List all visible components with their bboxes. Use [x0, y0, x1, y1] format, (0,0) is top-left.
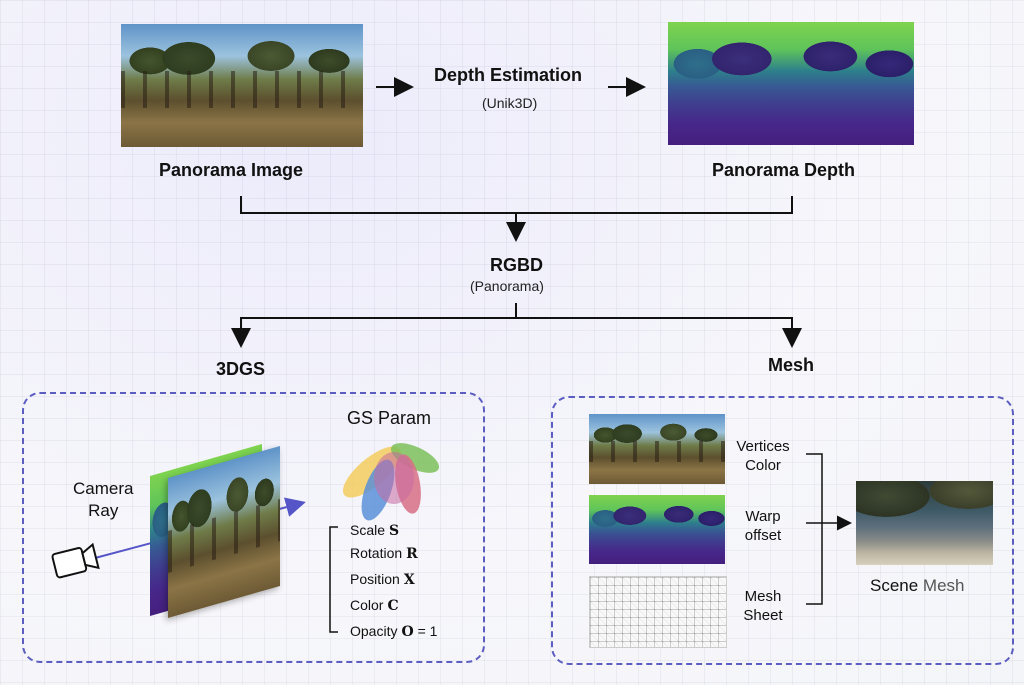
3dgs-title: 3DGS: [216, 359, 266, 379]
3dgs-panel: [22, 392, 485, 663]
camera-icon: [51, 542, 100, 579]
split-bracket: [240, 317, 793, 343]
warp-offset-label: Warp offset: [744, 508, 782, 544]
vertices-color-image: [589, 414, 725, 484]
depth-estimation-subtitle: (Unik3D): [482, 95, 538, 111]
vertices-color-label: Vertices Color: [736, 438, 790, 474]
merge-bracket: [240, 196, 793, 214]
mesh-sheet-image: [589, 576, 727, 648]
rgbd-subtitle: (Panorama): [470, 278, 544, 294]
warp-offset-image: [589, 495, 725, 564]
camera-ray-label: Camera Ray: [73, 479, 134, 520]
depth-estimation-title: Depth Estimation: [434, 65, 583, 85]
mesh-sheet-label: Mesh Sheet: [743, 588, 783, 624]
mesh-title: Mesh: [768, 355, 815, 375]
mesh-panel: [551, 396, 1014, 665]
scene-mesh-label: Scene Mesh: [870, 576, 965, 595]
gs-param-ellipses-icon: [342, 443, 440, 521]
panorama-depth-image: [668, 22, 914, 145]
gs-param-bracket: [329, 526, 338, 633]
gs-param-title: GS Param: [347, 408, 432, 428]
rgbd-title: RGBD: [490, 255, 543, 275]
panorama-image-label: Panorama Image: [159, 160, 304, 180]
panorama-depth-label: Panorama Depth: [712, 160, 856, 180]
panorama-image: [121, 24, 363, 147]
mesh-inputs-bracket: [806, 453, 823, 605]
scene-mesh-image: [856, 481, 993, 565]
